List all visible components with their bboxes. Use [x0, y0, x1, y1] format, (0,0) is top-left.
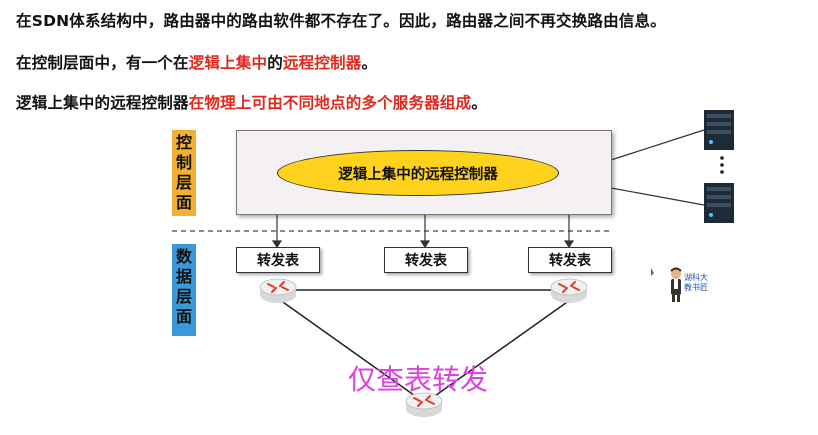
forwarding-table: 转发表	[528, 247, 612, 273]
teacher-avatar-icon	[670, 267, 682, 302]
router-icon	[405, 392, 443, 417]
server-links	[610, 129, 705, 206]
lookup-forward-label: 仅查表转发	[348, 363, 489, 396]
cursor-icon	[651, 268, 654, 276]
highlight-physical-servers: 在物理上可由不同地点的多个服务器组成	[188, 94, 472, 112]
highlight-remote-controller: 远程控制器	[282, 54, 362, 72]
router-links	[279, 289, 571, 399]
intro-line-3: 逻辑上集中的远程控制器在物理上可由不同地点的多个服务器组成。	[16, 91, 487, 113]
forwarding-table: 转发表	[384, 247, 468, 273]
text-part: 。	[471, 94, 488, 112]
text-part: 的	[267, 54, 283, 72]
text-part: 在控制层面中，有一个在	[16, 54, 189, 72]
intro-line-1: 在SDN体系结构中，路由器中的路由软件都不存在了。因此，路由器之间不再交换路由信…	[16, 9, 666, 31]
server-icon	[704, 183, 734, 223]
router-icon	[550, 278, 588, 303]
text-part: 逻辑上集中的远程控制器	[16, 94, 189, 112]
server-icon	[704, 110, 734, 150]
remote-controller: 逻辑上集中的远程控制器	[277, 150, 559, 196]
forwarding-table: 转发表	[236, 247, 320, 273]
ellipsis-dots	[720, 156, 724, 174]
router-icon	[259, 278, 297, 303]
intro-text: 在SDN体系结构中，路由器中的路由软件都不存在了。因此，路由器之间不再交换路由信…	[16, 12, 666, 30]
intro-line-2: 在控制层面中，有一个在逻辑上集中的远程控制器。	[16, 51, 377, 73]
control-arrows	[271, 213, 575, 249]
teacher-label: 湖科大教书匠	[684, 273, 708, 292]
highlight-logical-centralized: 逻辑上集中	[188, 54, 268, 72]
control-plane-tag: 控制层面	[172, 130, 196, 216]
text-part: 。	[361, 54, 378, 72]
data-plane-tag: 数据层面	[172, 244, 196, 336]
remote-controller-label: 逻辑上集中的远程控制器	[338, 166, 498, 183]
